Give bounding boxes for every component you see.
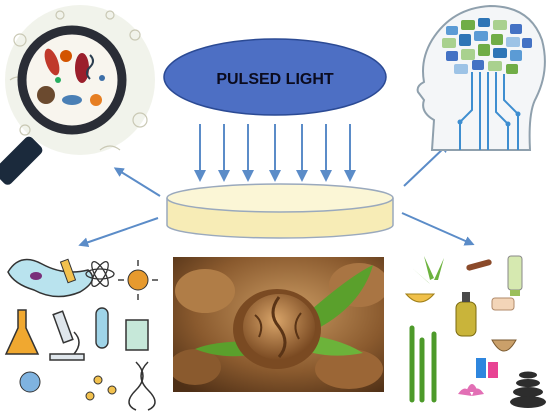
arrow-to-lab	[78, 217, 159, 248]
stones-icon	[510, 371, 546, 408]
brain-blocks	[442, 18, 532, 74]
petri-dish	[166, 183, 394, 239]
magnifier-handle	[0, 136, 43, 185]
arrow-to-microbes	[113, 167, 161, 197]
pulsed-light-label: PULSED LIGHT	[216, 71, 334, 88]
flask-icon	[4, 309, 40, 355]
soap-icon	[491, 297, 515, 311]
dna-icon	[128, 361, 156, 411]
bacterium-icon	[7, 258, 94, 298]
arrow-to-herbs	[401, 212, 475, 246]
molecule-icon	[85, 375, 117, 401]
pulsed-light-ellipse	[163, 38, 387, 116]
walnut-icon	[233, 289, 321, 369]
beaker-icon	[125, 319, 149, 351]
pencil-icon	[59, 258, 77, 284]
bowl-icon	[404, 293, 436, 303]
atom-icon	[85, 260, 115, 288]
circuit-lines	[459, 72, 519, 150]
bamboo-icon	[409, 325, 437, 403]
walnut-photo-panel	[173, 257, 384, 392]
oil-bottle-icon	[455, 292, 477, 337]
lotus-icon	[458, 384, 484, 396]
test-tube-icon	[95, 307, 109, 349]
lab-doodles-panel	[4, 258, 158, 411]
germ-icon	[19, 371, 41, 393]
microbe-icons	[37, 48, 105, 106]
herbs-cosmetics-panel	[404, 255, 546, 408]
mortar-icon	[491, 339, 517, 352]
tube-icon	[507, 255, 523, 296]
head-outline	[416, 4, 546, 151]
aloe-icon	[412, 256, 444, 284]
outgoing-arrows	[78, 142, 475, 248]
light-arrows	[194, 124, 356, 182]
bottles-icon	[476, 358, 498, 378]
magnifier-lens	[17, 25, 127, 135]
virus-icon	[118, 260, 158, 300]
microbes-magnifier-panel	[0, 5, 155, 185]
brain-head-panel	[416, 4, 546, 151]
cinnamon-icon	[466, 259, 492, 271]
arrow-to-brain	[403, 142, 450, 187]
microscope-icon	[49, 310, 85, 361]
